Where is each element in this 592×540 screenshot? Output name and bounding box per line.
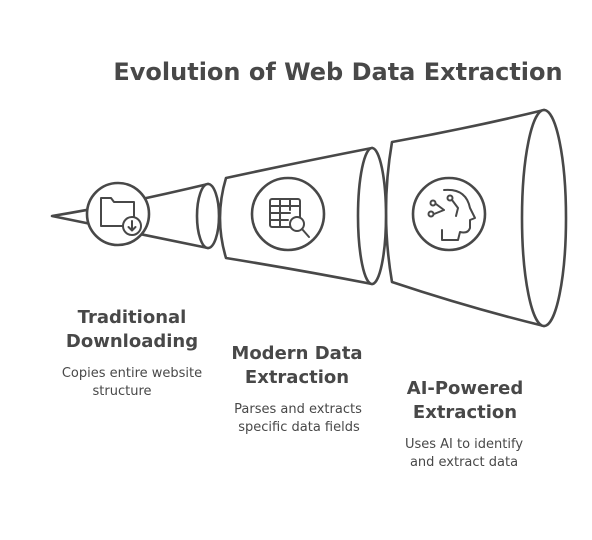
stage-modern: Modern Data Extraction Parses and extrac…	[231, 343, 362, 435]
stage-title-line: Modern Data	[231, 343, 362, 364]
stage-title-line: AI-Powered	[407, 378, 523, 399]
stage-description-line: Copies entire website	[62, 366, 202, 381]
stage-description-line: structure	[93, 384, 152, 399]
folder-download-icon	[85, 181, 151, 247]
stage-description-line: specific data fields	[238, 420, 360, 435]
stage-title-line: Extraction	[245, 367, 349, 388]
stage-description-line: and extract data	[410, 455, 518, 470]
diagram-title: Evolution of Web Data Extraction	[113, 58, 562, 86]
stage-title-line: Downloading	[66, 331, 198, 352]
table-search-icon	[250, 176, 326, 252]
stage-description-line: Uses AI to identify	[405, 437, 523, 452]
stage-traditional: Traditional Downloading Copies entire we…	[62, 307, 202, 399]
ai-head-icon	[411, 176, 487, 252]
stage-description-line: Parses and extracts	[234, 402, 362, 417]
stage-title-line: Traditional	[78, 307, 187, 328]
stage-title-line: Extraction	[413, 402, 517, 423]
stage-ai: AI-Powered Extraction Uses AI to identif…	[405, 378, 523, 470]
